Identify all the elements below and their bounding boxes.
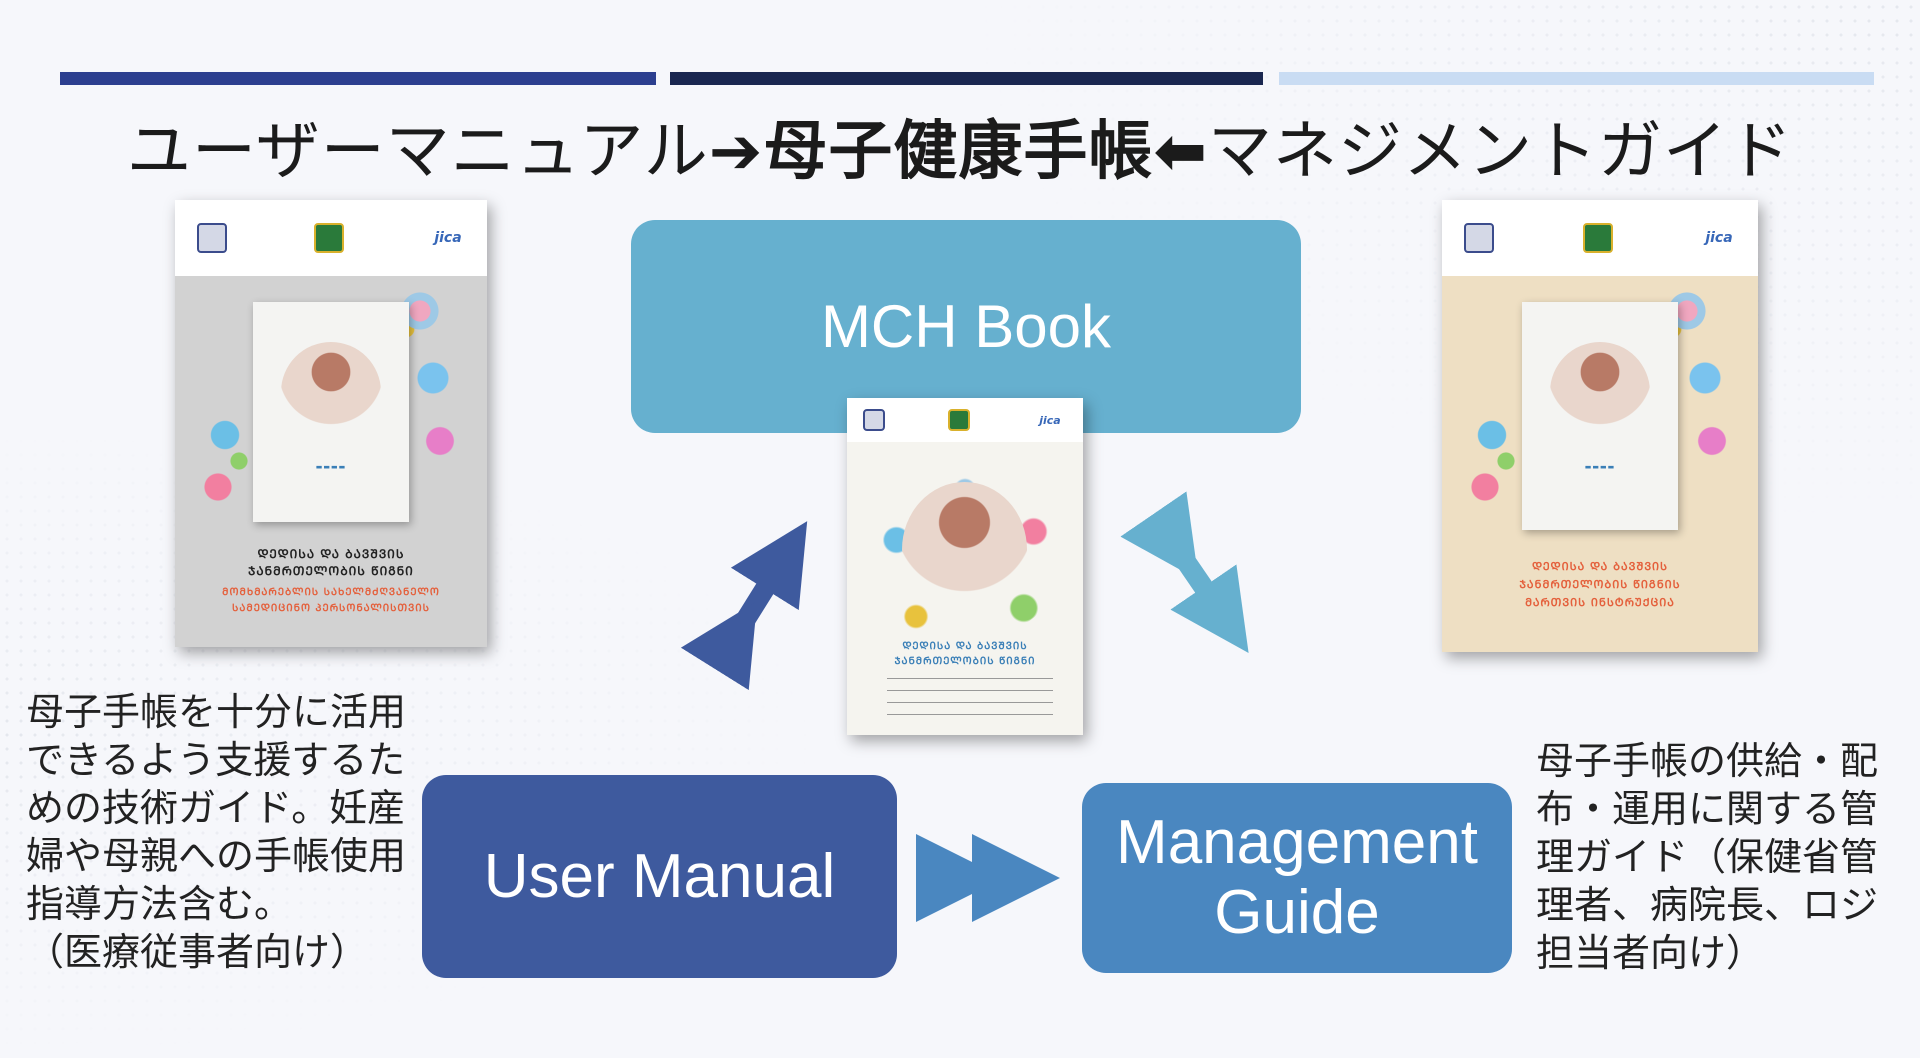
flower-decoration xyxy=(405,336,475,476)
user-manual-box: User Manual xyxy=(422,775,897,978)
ministry-crest-icon xyxy=(197,223,227,253)
georgia-shield-icon xyxy=(314,223,344,253)
cover-title-line-3: ᲛᲐᲠᲗᲕᲘᲡ ᲘᲜᲡᲢᲠᲣᲥᲪᲘᲐ xyxy=(1525,596,1675,609)
form-line xyxy=(887,714,1053,715)
georgia-shield-icon xyxy=(1583,223,1613,253)
mch-book-box: MCH Book xyxy=(631,220,1301,433)
cover-body: ▬▬▬▬ ᲓᲔᲓᲘᲡᲐ ᲓᲐ ᲑᲐᲕᲨᲕᲘᲡ ᲯᲐᲜᲛᲠᲗᲔᲚᲝᲑᲘᲡ ᲬᲘᲒᲜ… xyxy=(175,266,487,647)
cover-subtitle-line-1: ᲛᲝᲛᲮᲛᲐᲠᲔᲑᲚᲘᲡ ᲡᲐᲮᲔᲚᲛᲫᲦᲕᲐᲜᲔᲚᲝ xyxy=(222,587,440,598)
header-bar-center xyxy=(670,72,1263,85)
mother-child-illustration xyxy=(281,342,381,442)
flower-decoration xyxy=(1457,396,1527,526)
cover-body: ▬▬▬▬ ᲓᲔᲓᲘᲡᲐ ᲓᲐ ᲑᲐᲕᲨᲕᲘᲡ ᲯᲐᲜᲛᲠᲗᲔᲚᲝᲑᲘᲡ ᲬᲘᲒᲜ… xyxy=(1442,266,1758,652)
cover-title-line-1: ᲓᲔᲓᲘᲡᲐ ᲓᲐ ᲑᲐᲕᲨᲕᲘᲡ xyxy=(257,547,405,561)
management-guide-box: Management Guide xyxy=(1082,783,1512,973)
header-bar-left xyxy=(60,72,656,85)
cover-title-line-2: ᲯᲐᲜᲛᲠᲗᲔᲚᲝᲑᲘᲡ ᲬᲘᲒᲜᲘᲡ xyxy=(1519,578,1681,591)
form-line xyxy=(887,690,1053,691)
jica-logo: jica xyxy=(1039,413,1061,427)
cover-logo-row: jica xyxy=(847,398,1083,442)
flower-decoration xyxy=(1677,336,1747,476)
mother-child-illustration xyxy=(902,482,1027,617)
management-guide-cover: jica ▬▬▬▬ ᲓᲔᲓᲘᲡᲐ ᲓᲐ ᲑᲐᲕᲨᲕᲘᲡ ᲯᲐᲜᲛᲠᲗᲔᲚᲝᲑᲘᲡ… xyxy=(1442,200,1758,652)
management-guide-description: 母子手帳の供給・配布・運用に関する管理ガイド（保健省管理者、病院長、ロジ担当者向… xyxy=(1536,739,1879,975)
cover-logo-row: jica xyxy=(1442,200,1758,276)
management-guide-line-2: Guide xyxy=(1214,878,1380,947)
user-manual-cover: jica ▬▬▬▬ ᲓᲔᲓᲘᲡᲐ ᲓᲐ ᲑᲐᲕᲨᲕᲘᲡ ᲯᲐᲜᲛᲠᲗᲔᲚᲝᲑᲘᲡ… xyxy=(175,200,487,647)
cover-body: ᲓᲔᲓᲘᲡᲐ ᲓᲐ ᲑᲐᲕᲨᲕᲘᲡ ᲯᲐᲜᲛᲠᲗᲔᲚᲝᲑᲘᲡ ᲬᲘᲒᲜᲘ xyxy=(847,442,1083,735)
ministry-crest-icon xyxy=(863,409,885,431)
cover-inner-card: ▬▬▬▬ xyxy=(1522,302,1678,530)
double-arrow-right-icon xyxy=(1120,491,1249,654)
cover-title-line-1: ᲓᲔᲓᲘᲡᲐ ᲓᲐ ᲑᲐᲕᲨᲕᲘᲡ xyxy=(902,641,1028,652)
user-manual-description: 母子手帳を十分に活用できるよう支援するための技術ガイド。妊産婦や母親への手帳使用… xyxy=(26,690,407,974)
title-management-guide: マネジメントガイド xyxy=(1208,115,1794,189)
cover-logo-row: jica xyxy=(175,200,487,276)
management-guide-line-1: Management xyxy=(1116,808,1478,877)
georgia-shield-icon xyxy=(948,409,970,431)
cover-title-line-1: ᲓᲔᲓᲘᲡᲐ ᲓᲐ ᲑᲐᲕᲨᲕᲘᲡ xyxy=(1531,560,1669,573)
flower-decoration xyxy=(190,396,260,526)
form-line xyxy=(887,702,1053,703)
cover-inner-card: ▬▬▬▬ xyxy=(253,302,409,522)
inner-card-title: ▬▬▬▬ xyxy=(1584,463,1616,471)
double-arrow-left-icon xyxy=(680,521,808,691)
cover-title-line-2: ᲯᲐᲜᲛᲠᲗᲔᲚᲝᲑᲘᲡ ᲬᲘᲒᲜᲘ xyxy=(248,564,414,578)
title-mch-handbook: 母子健康手帳 xyxy=(763,115,1154,189)
inner-card-title: ▬▬▬▬ xyxy=(315,463,347,471)
arrow-left-icon: ⬅ xyxy=(1153,115,1209,189)
jica-logo: jica xyxy=(1705,230,1733,246)
ministry-crest-icon xyxy=(1464,223,1494,253)
jica-logo: jica xyxy=(434,230,462,246)
cover-title-line-2: ᲯᲐᲜᲛᲠᲗᲔᲚᲝᲑᲘᲡ ᲬᲘᲒᲜᲘ xyxy=(894,656,1036,667)
mch-book-cover: jica ᲓᲔᲓᲘᲡᲐ ᲓᲐ ᲑᲐᲕᲨᲕᲘᲡ ᲯᲐᲜᲛᲠᲗᲔᲚᲝᲑᲘᲡ ᲬᲘᲒᲜ… xyxy=(847,398,1083,735)
form-line xyxy=(887,678,1053,679)
title-user-manual: ユーザーマニュアル xyxy=(126,115,709,189)
cover-subtitle-line-2: ᲡᲐᲛᲔᲓᲘᲪᲘᲜᲝ ᲞᲔᲠᲡᲝᲜᲐᲚᲘᲡᲗᲕᲘᲡ xyxy=(232,603,430,614)
page-title: ユーザーマニュアル➔母子健康手帳⬅マネジメントガイド xyxy=(0,100,1920,192)
mother-child-illustration xyxy=(1550,342,1650,442)
arrow-right-icon: ➔ xyxy=(708,115,764,189)
header-bar-right xyxy=(1279,72,1874,85)
